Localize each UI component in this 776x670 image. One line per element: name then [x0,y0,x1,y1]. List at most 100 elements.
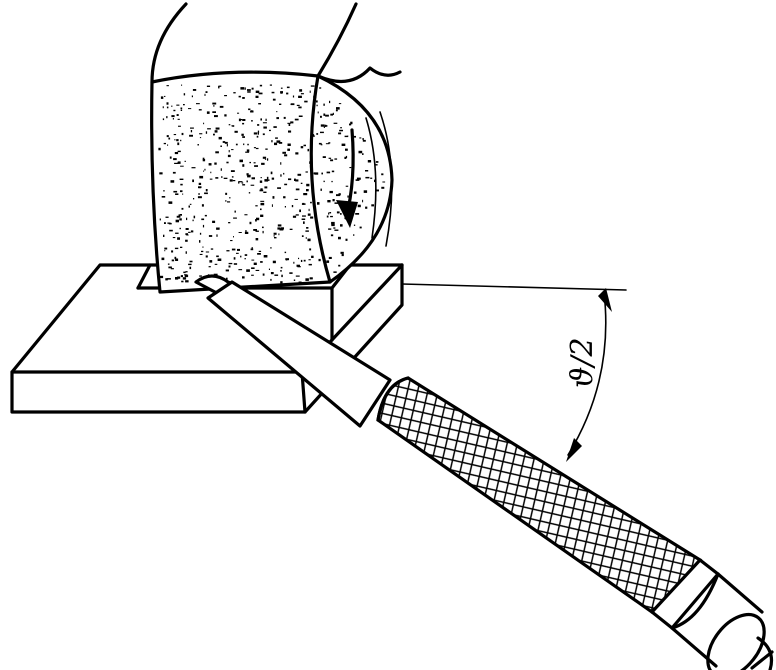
grit-speck [255,205,258,207]
grit-speck [166,85,169,87]
grit-speck [192,179,194,183]
grit-speck [306,183,310,187]
grit-speck [246,173,249,176]
grit-speck [229,197,231,199]
grit-speck [159,172,163,175]
grit-speck [298,95,302,98]
grit-speck [323,257,325,261]
grit-speck [162,118,165,121]
grit-speck [335,109,338,112]
grit-speck [176,104,180,106]
grit-speck [357,204,361,208]
grit-speck [185,239,188,242]
grit-speck [262,133,265,136]
grit-speck [168,266,172,269]
grit-speck [374,164,378,166]
grit-speck [216,234,218,237]
grit-speck [172,237,176,239]
grit-speck [242,119,246,121]
grit-speck [344,135,349,138]
grit-speck [294,198,298,200]
grit-speck [209,260,213,263]
grit-speck [338,193,341,196]
grit-speck [307,213,311,216]
grit-speck [302,202,305,205]
grit-speck [226,250,230,252]
grit-speck [260,261,263,263]
grit-speck [274,142,278,146]
grit-speck [179,214,182,216]
grit-speck [182,277,187,280]
grit-speck [244,214,248,216]
grit-speck [308,208,310,212]
grit-speck [316,104,318,107]
grit-speck [306,189,309,192]
grit-speck [228,150,230,153]
grit-speck [271,204,273,207]
grit-speck [197,144,199,146]
grit-speck [177,161,179,164]
grit-speck [294,178,296,181]
grit-speck [161,257,165,261]
grit-speck [247,143,249,146]
grit-speck [333,227,336,229]
rotation-arrow-icon [336,111,393,247]
grit-speck [281,227,284,230]
grit-speck [231,149,234,151]
grit-speck [247,91,251,93]
grit-speck [217,258,222,261]
grit-speck [284,206,286,208]
grit-speck [265,148,268,150]
grit-speck [262,230,264,234]
grit-speck [316,100,318,103]
grit-speck [212,102,217,105]
grit-speck [271,91,275,94]
grit-speck [317,202,320,205]
grit-speck [353,135,356,138]
grit-speck [228,222,231,224]
grit-speck [257,124,260,126]
grit-speck [230,240,233,242]
grit-speck [340,127,342,129]
grit-speck [171,259,175,262]
grit-speck [177,150,181,153]
grit-speck [198,182,202,185]
grit-speck [208,163,212,166]
grit-speck [184,160,186,162]
grit-speck [232,125,235,127]
grit-speck [248,108,251,111]
grit-speck [167,144,169,146]
grit-speck [294,118,299,121]
grit-speck [295,152,299,155]
grit-speck [333,122,338,124]
grit-speck [181,84,183,86]
grit-speck [305,278,309,281]
grit-speck [266,179,270,181]
grit-speck [274,237,277,239]
grit-speck [292,215,297,218]
grit-speck [381,186,385,189]
grit-speck [190,127,194,129]
grit-speck [320,188,322,191]
grit-speck [179,178,184,180]
grit-speck [328,228,332,230]
grit-speck [255,230,259,232]
grit-speck [338,236,341,240]
grit-speck [258,132,259,135]
grit-speck [251,247,253,249]
grit-speck [181,132,184,136]
grit-speck [176,114,179,116]
grit-speck [307,148,310,152]
grit-speck [339,129,343,132]
grit-speck [330,113,333,116]
grit-speck [261,162,265,165]
grit-speck [362,138,364,140]
grit-speck [259,180,263,183]
grit-speck [171,105,173,107]
grit-speck [362,199,364,203]
grit-speck [164,247,168,250]
grit-speck [313,95,317,98]
grit-speck [167,278,171,280]
grit-speck [175,277,179,280]
grit-speck [242,276,245,279]
